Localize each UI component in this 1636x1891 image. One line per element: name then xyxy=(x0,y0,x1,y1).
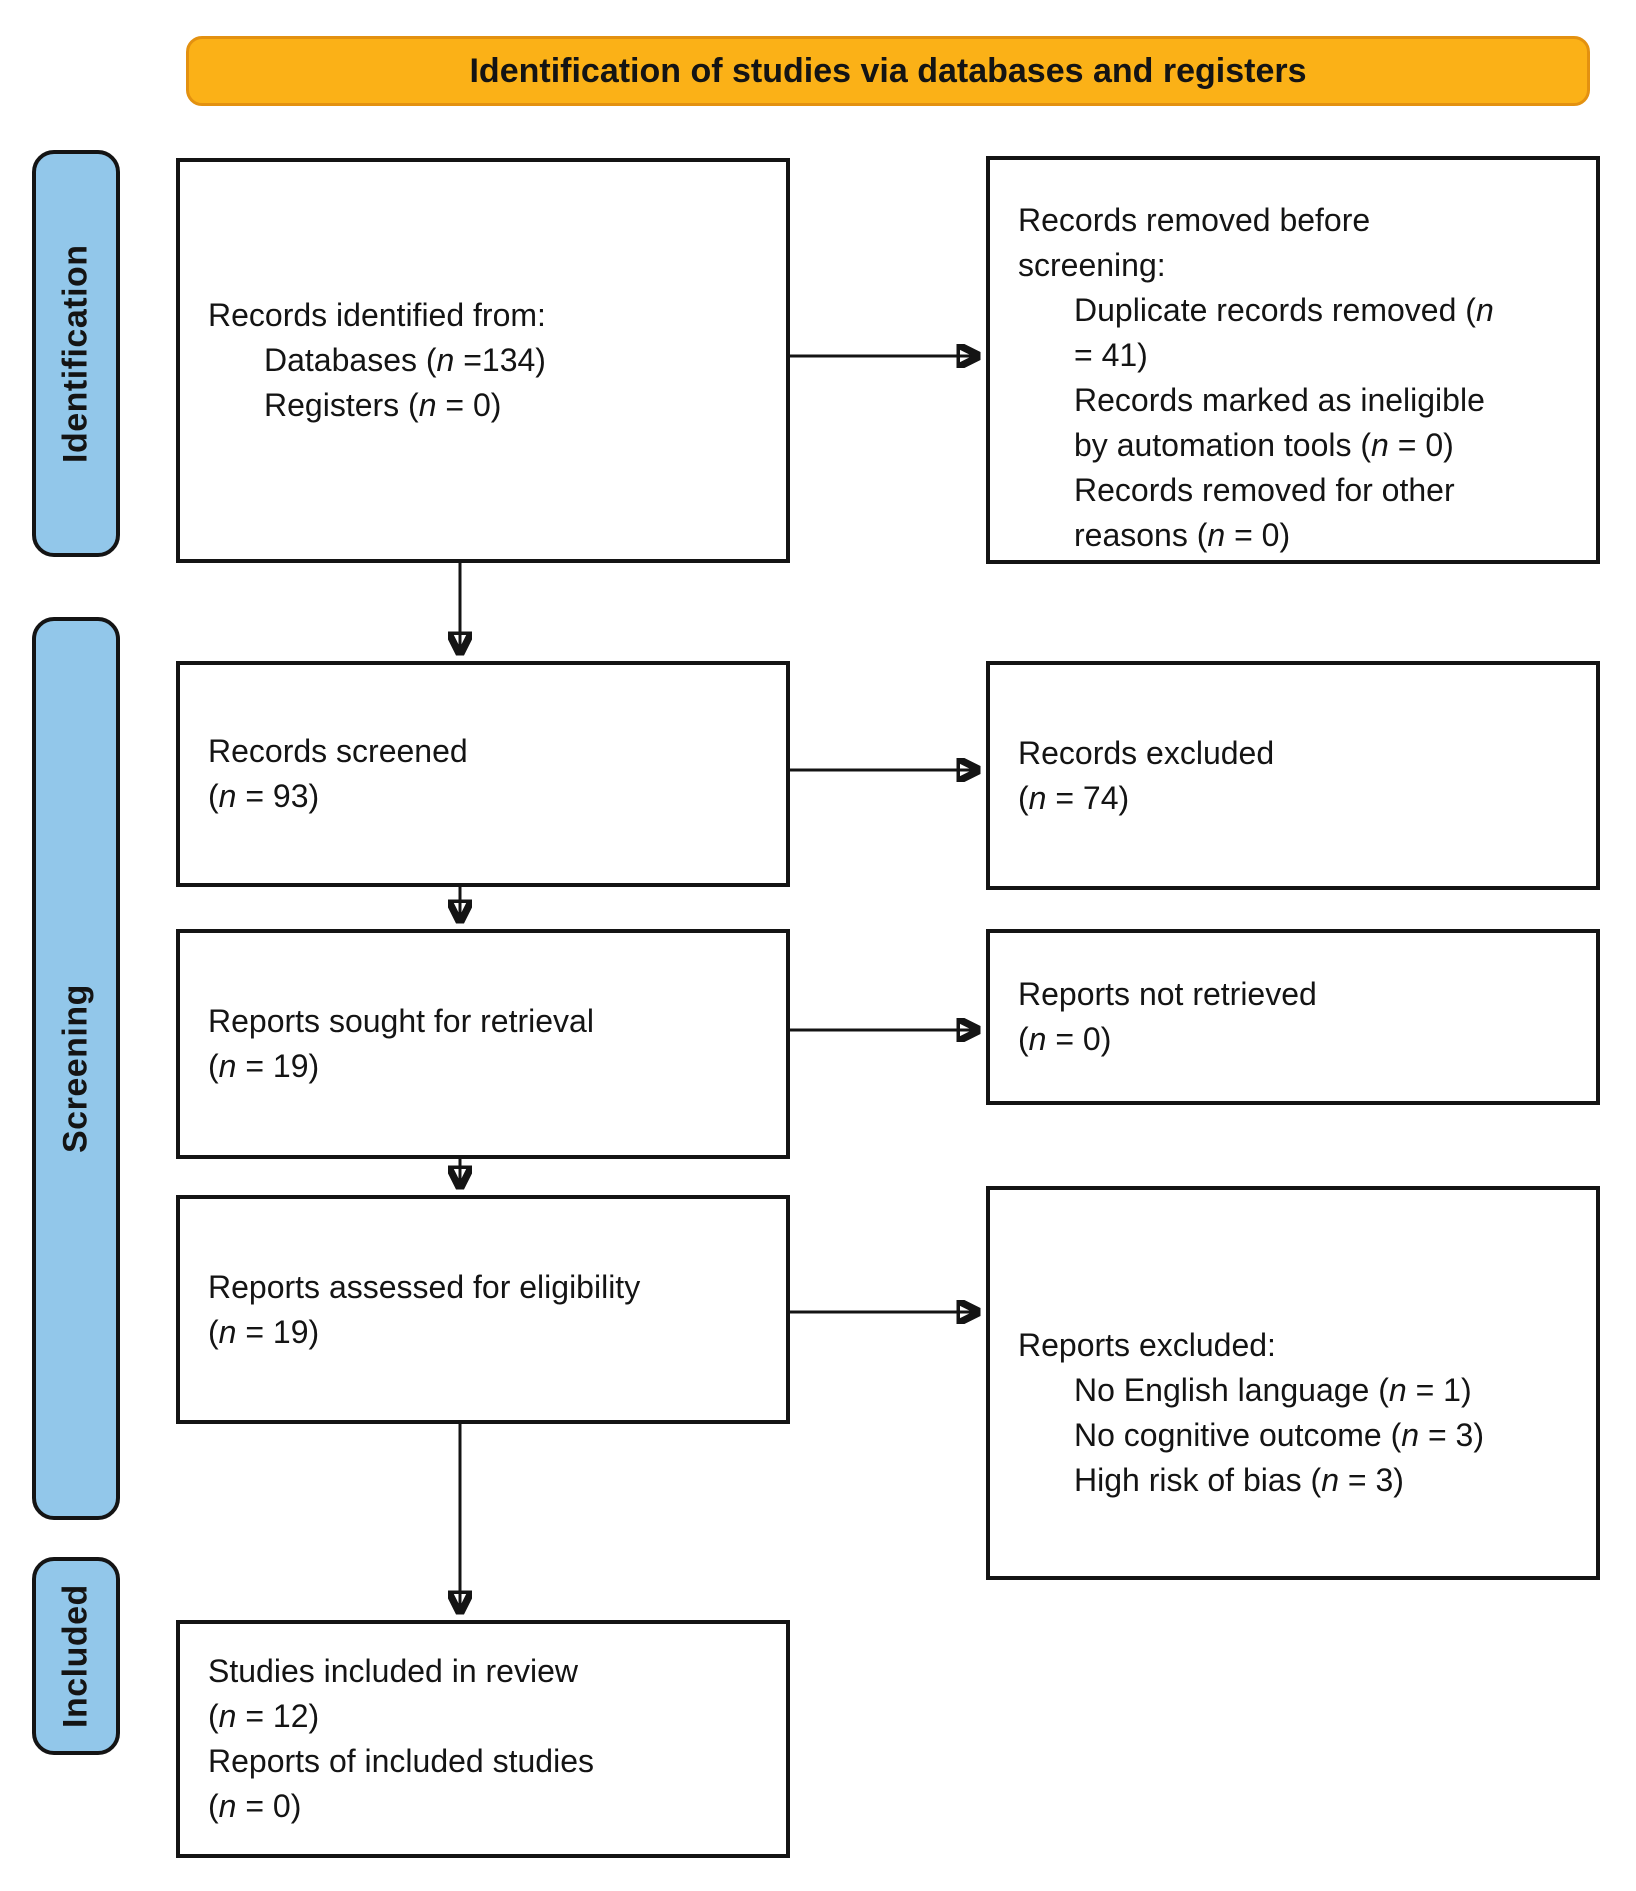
box-records-identified: Records identified from: Databases (n =13… xyxy=(176,158,790,563)
box-line: Studies included in review xyxy=(208,1653,578,1689)
box-line: (n = 19) xyxy=(208,1313,320,1350)
box-line: Records removed before xyxy=(1018,202,1371,238)
box-line: (n = 0) xyxy=(208,1788,302,1824)
box-line: Registers (n = 0) xyxy=(264,387,502,423)
box-line: Records removed for other xyxy=(1074,472,1455,508)
box-line: (n = 19) xyxy=(208,1048,320,1084)
banner-title: Identification of studies via databases … xyxy=(186,36,1590,106)
box-line: Reports sought for retrieval xyxy=(208,1003,594,1039)
box-line: High risk of bias (n = 3) xyxy=(1074,1462,1404,1498)
box-line: Reports of included studies xyxy=(208,1743,594,1779)
box-line: Reports not retrieved xyxy=(1018,976,1317,1012)
box-reports-assessed-for-eligibility: Reports assessed for eligibility (n = 19) xyxy=(176,1195,790,1424)
box-line: Reports excluded: xyxy=(1018,1327,1276,1363)
box-line: (n = 74) xyxy=(1018,779,1130,816)
box-reports-not-retrieved: Reports not retrieved (n = 0) xyxy=(986,929,1600,1105)
box-line: Reports assessed for eligibility xyxy=(208,1268,641,1305)
box-line: No English language (n = 1) xyxy=(1074,1372,1472,1408)
box-reports-sought-for-retrieval: Reports sought for retrieval (n = 19) xyxy=(176,929,790,1159)
box-line: Databases (n =134) xyxy=(264,342,546,378)
box-line: (n = 12) xyxy=(208,1698,320,1734)
box-line: by automation tools (n = 0) xyxy=(1074,427,1454,463)
box-line: (n = 93) xyxy=(208,778,320,814)
box-line: = 41) xyxy=(1074,337,1148,373)
box-records-removed-before-screening: Records removed before screening: Duplicat… xyxy=(986,156,1600,564)
box-line: Duplicate records removed (n xyxy=(1074,292,1494,328)
box-records-screened: Records screened (n = 93) xyxy=(176,661,790,887)
stage-label-included: Included xyxy=(32,1557,120,1755)
box-line: Records marked as ineligible xyxy=(1074,382,1485,418)
box-line: screening: xyxy=(1018,247,1166,283)
box-line: Records excluded xyxy=(1018,734,1275,771)
box-reports-excluded: Reports excluded: No English language (n … xyxy=(986,1186,1600,1580)
stage-label-identification: Identification xyxy=(32,150,120,557)
box-line: Records identified from: xyxy=(208,297,546,333)
stage-label-screening: Screening xyxy=(32,617,120,1520)
box-records-excluded: Records excluded (n = 74) xyxy=(986,661,1600,890)
box-line: No cognitive outcome (n = 3) xyxy=(1074,1417,1484,1453)
box-line: Records screened xyxy=(208,733,468,769)
box-line: reasons (n = 0) xyxy=(1074,517,1291,553)
box-studies-included-in-review: Studies included in review (n = 12) Report… xyxy=(176,1620,790,1858)
box-line: (n = 0) xyxy=(1018,1021,1112,1057)
